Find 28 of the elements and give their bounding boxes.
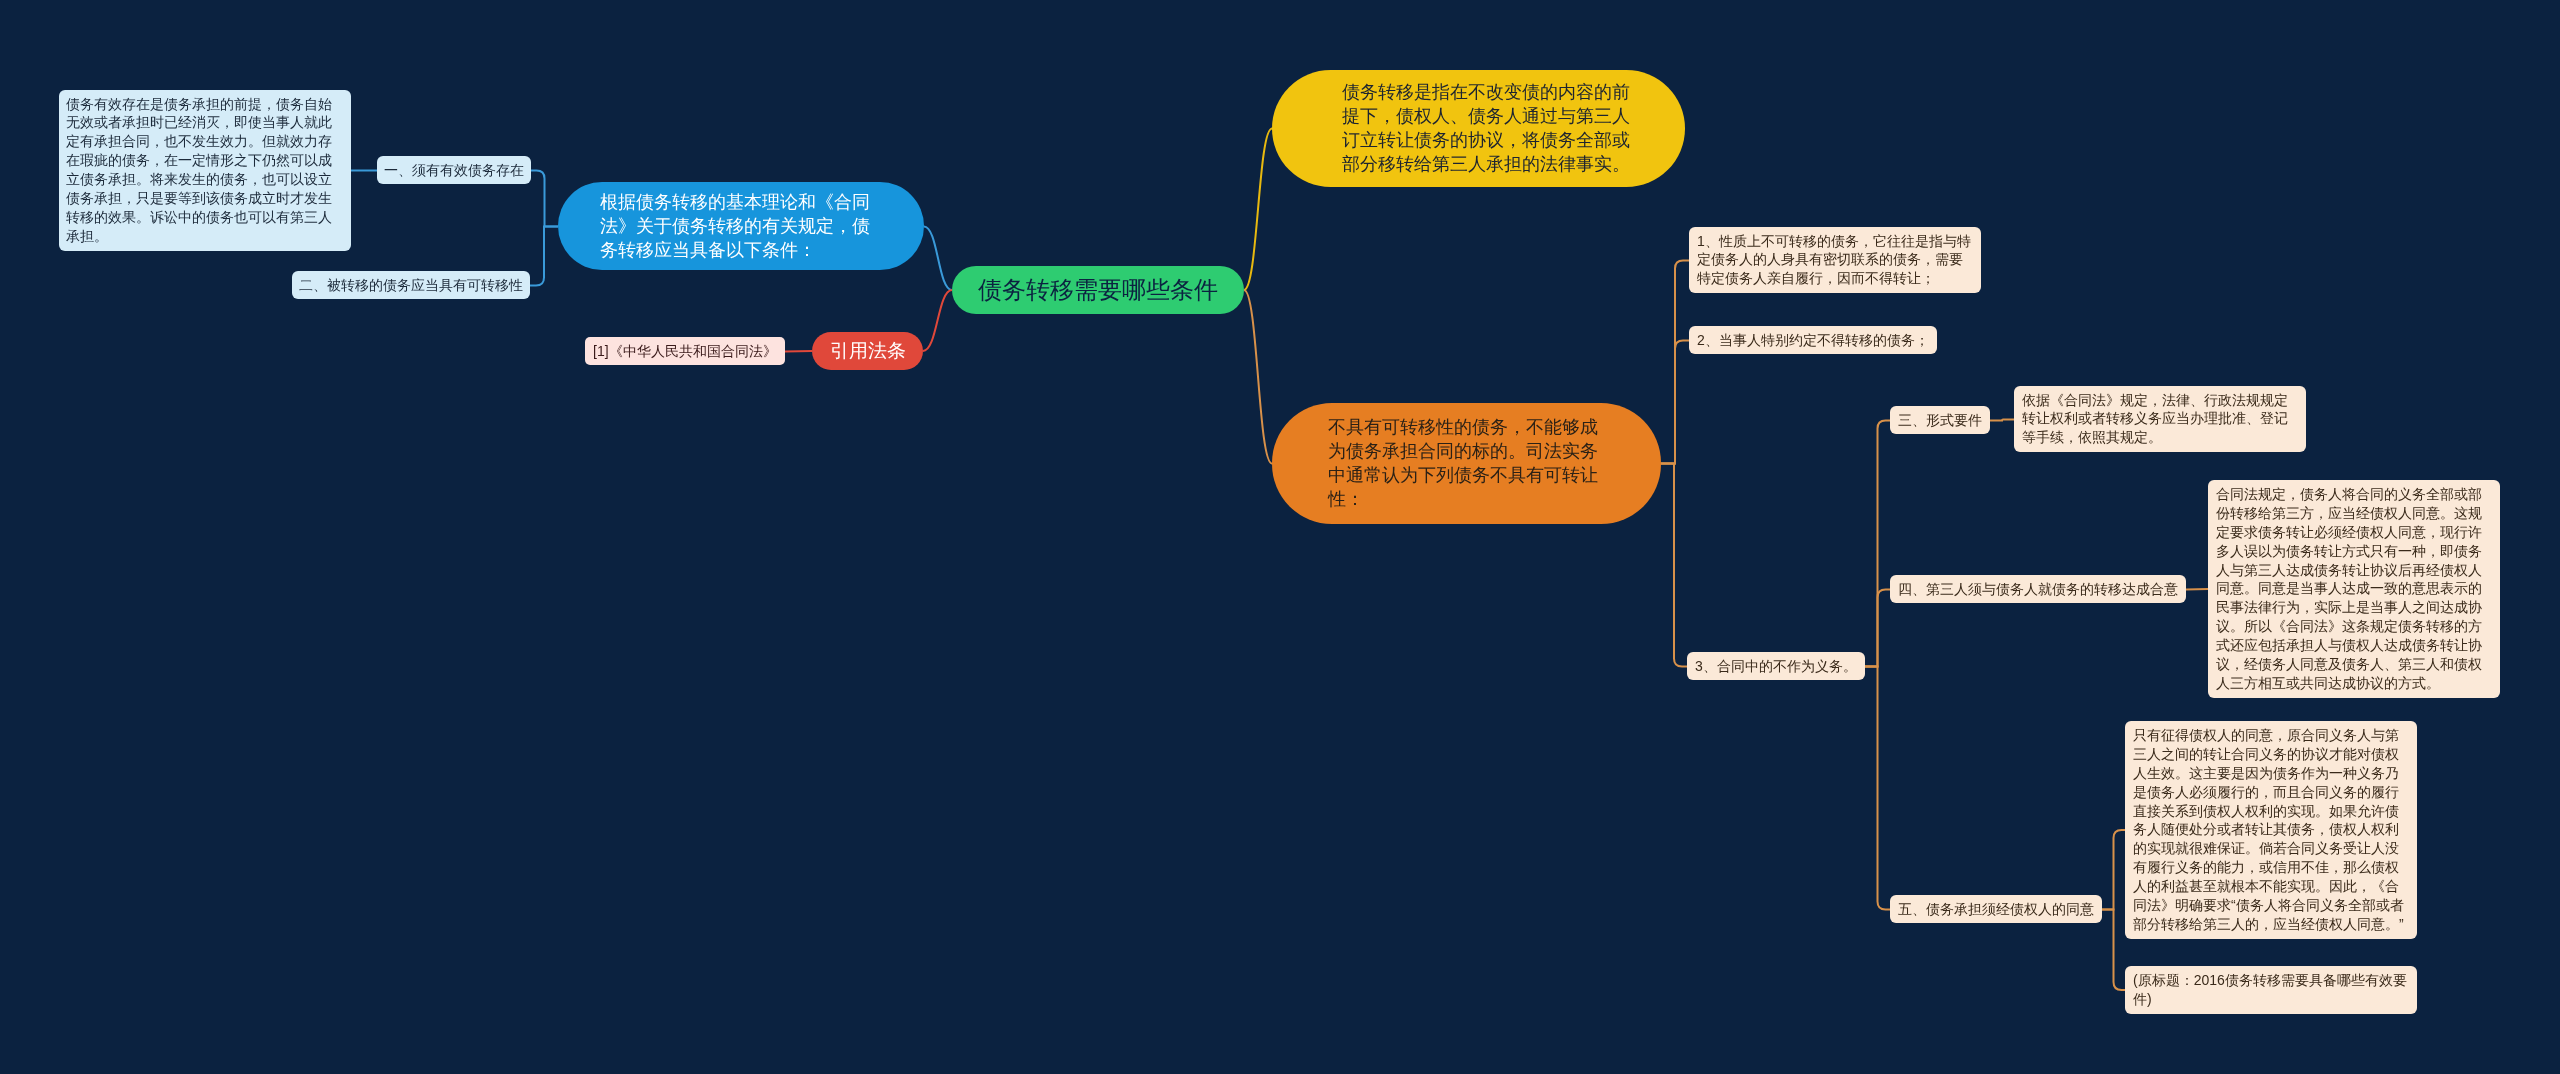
- topic-bubble: 债务转移是指在不改变债的内容的前提下，债权人、债务人通过与第三人订立转让债务的协议，将债务全部或部分移转给第三人承担的法律事实。: [1272, 69, 1685, 187]
- note-card: 1、性质上不可转移的债务，它往往是指与特定债务人的人身具有密切联系的债务，需要特定债务人亲自履行，因而不得转让；: [1689, 226, 1981, 294]
- connector-line: [350, 169, 378, 172]
- note-card: (原标题：2016债务转移需要具备哪些有效要件): [2125, 966, 2417, 1014]
- note-card: 只有征得债权人的同意，原合同义务人与第三人之间的转让合同义务的协议才能对债权人生效。这主要是因为债务作为一种义务乃是债务人必须履行的，而且合同义务的履行直接关系到债权人权利的实现。如果允许债务人随便处分或者转让其债务，债权人权利的实现就很难保证。倘若合同义务受让人没有履行义务的能力，或信用不佳，那么债权人的利益甚至就根本不能实现。因此，《合同法》明确要求“债务人将合同义务全部或者部分转移给第三人的，应当经债权人同意。”: [2125, 721, 2417, 939]
- connector-line: [1989, 418, 2015, 422]
- note-card: [1]《中华人民共和国合同法》: [585, 336, 785, 366]
- note-card: 五、债务承担须经债权人的同意: [1890, 894, 2102, 924]
- note-card: 2、当事人特别约定不得转移的债务；: [1689, 325, 1937, 355]
- connector-line: [1243, 127, 1273, 291]
- note-card: 债务有效存在是债务承担的前提，债务自始无效或者承担时已经消灭，即使当事人就此定有承担合同，也不发生效力。但就效力存在瑕疵的债务，在一定情形之下仍然可以成立债务承担。将来发生的债务，也可以设立债务承担，只是要等到该债务成立时才发生转移的效果。诉讼中的债务也可以有第三人承担。: [59, 89, 351, 251]
- note-card: 3、合同中的不作为义务。: [1687, 651, 1865, 681]
- connector-line: [923, 225, 953, 291]
- note-card: 一、须有有效债务存在: [377, 155, 531, 185]
- connector-line: [2101, 908, 2126, 991]
- note-card: 四、第三人须与债务人就债务的转移达成合意: [1890, 574, 2186, 604]
- topic-bubble: 根据债务转移的基本理论和《合同法》关于债务转移的有关规定，债务转移应当具备以下条件：: [558, 181, 924, 271]
- note-card: 三、形式要件: [1890, 405, 1990, 435]
- note-card: 二、被转移的债务应当具有可转移性: [292, 270, 530, 300]
- topic-bubble: 债务转移需要哪些条件: [952, 266, 1244, 315]
- connector-line: [2185, 588, 2209, 591]
- topic-bubble: 不具有可转移性的债务，不能够成为债务承担合同的标的。司法实务中通常认为下列债务不具有可转让性：: [1272, 402, 1661, 524]
- note-card: 依据《合同法》规定，法律、行政法规规定转让权利或者转移义务应当办理批准、登记等手续，依照其规定。: [2014, 385, 2306, 453]
- note-card: 合同法规定，债务人将合同的义务全部或部份转移给第三方，应当经债权人同意。这规定要求债务转让必须经债权人同意，现行许多人误以为债务转让方式只有一种，即债务人与第三人达成债务转让协议后再经债权人同意。同意是当事人达成一致的意思表示的民事法律行为，实际上是当事人之间达成协议。所以《合同法》这条规定债务转移的方式还应包括承担人与债权人达成债务转让协议，经债务人同意及债务人、第三人和债权人三方相互或共同达成协议的方式。: [2208, 480, 2500, 698]
- connector-line: [1243, 289, 1273, 465]
- connector-line: [784, 350, 813, 353]
- connector-line: [922, 289, 953, 352]
- topic-bubble: 引用法条: [812, 332, 923, 370]
